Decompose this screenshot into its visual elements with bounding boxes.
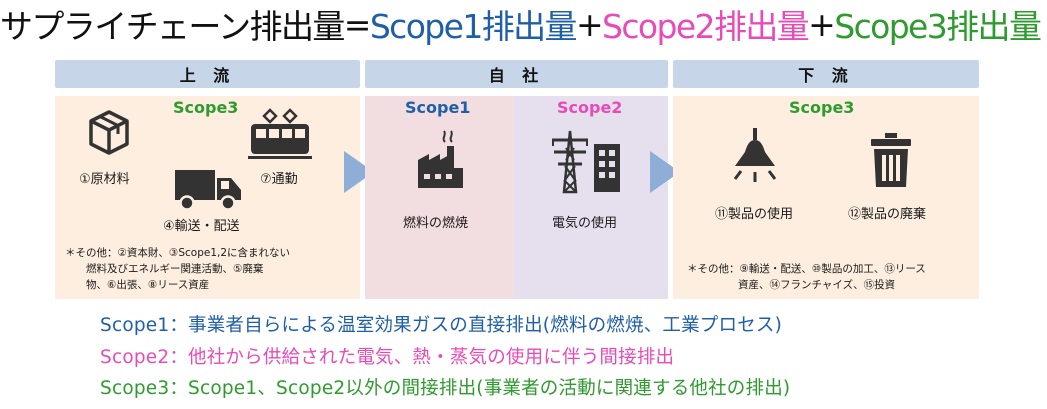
header-upstream: 上 流 bbox=[55, 60, 360, 88]
header-downstream: 下 流 bbox=[673, 60, 979, 88]
truck-icon bbox=[175, 170, 241, 211]
upstream-note-line1: ＊その他：②資本財、③Scope1,2に含まれない bbox=[65, 247, 291, 259]
scope1-panel: Scope1 燃料の燃焼 bbox=[365, 96, 514, 299]
title-plus-1: + bbox=[575, 4, 604, 44]
header-own-company: 自 社 bbox=[365, 60, 668, 88]
downstream-scope3-label: Scope3 bbox=[789, 98, 855, 117]
scope1-label: Scope1 bbox=[405, 98, 471, 117]
downstream-panel: Scope3 ⑪製品の使用 ⑫製品の廃棄 ＊その他：⑨輸送・配送、⑩製品の加工、… bbox=[673, 96, 979, 299]
raw-materials-label: ①原材料 bbox=[79, 172, 130, 187]
scope2-panel: Scope2 電気の使用 bbox=[514, 96, 668, 299]
product-disposal-label: ⑫製品の廃棄 bbox=[848, 207, 927, 222]
fuel-combustion-label: 燃料の燃焼 bbox=[403, 216, 469, 231]
ceiling-lamp-icon bbox=[733, 128, 777, 182]
page-title: サプライチェーン排出量 = Scope1排出量 + Scope2排出量 + Sc… bbox=[0, 2, 1047, 47]
power-tower-icon bbox=[552, 130, 588, 194]
title-equals: = bbox=[343, 4, 372, 44]
factory-icon bbox=[418, 130, 463, 188]
legend-scope2: Scope2：他社から供給された電気、熱・蒸気の使用に伴う間接排出 bbox=[100, 347, 675, 368]
upstream-note-line3: 物、⑥出張、⑧リース資産 bbox=[86, 279, 210, 291]
title-scope3: Scope3排出量 bbox=[834, 7, 1042, 46]
trash-can-icon bbox=[871, 133, 911, 187]
title-scope2: Scope2排出量 bbox=[602, 7, 810, 46]
title-supply-chain: サプライチェーン排出量 bbox=[0, 7, 345, 46]
downstream-note-line1: ＊その他：⑨輸送・配送、⑩製品の加工、⑬リース bbox=[687, 263, 926, 275]
legend-scope3: Scope3：Scope1、Scope2以外の間接排出(事業者の活動に関連する他… bbox=[100, 378, 791, 399]
downstream-note-line2: 資産、⑭フランチャイズ、⑮投資 bbox=[738, 279, 896, 291]
building-icon bbox=[594, 144, 620, 192]
electricity-use-label: 電気の使用 bbox=[552, 216, 618, 231]
commuting-label: ⑦通勤 bbox=[260, 172, 298, 187]
train-icon bbox=[248, 108, 312, 159]
box-icon bbox=[89, 110, 129, 155]
upstream-panel: Scope3 ①原材料 ⑦通勤 ④輸送・配送 ＊その他：②資本財、③Scope1… bbox=[55, 96, 360, 299]
legend-scope1: Scope1：事業者自らによる温室効果ガスの直接排出(燃料の燃焼、工業プロセス) bbox=[100, 315, 783, 336]
product-use-label: ⑪製品の使用 bbox=[715, 207, 794, 222]
transport-label: ④輸送・配送 bbox=[163, 219, 240, 234]
upstream-scope3-label: Scope3 bbox=[173, 98, 239, 117]
upstream-note-line2: 燃料及びエネルギー関連活動、⑤廃棄 bbox=[86, 263, 264, 275]
title-plus-2: + bbox=[808, 4, 836, 44]
scope2-label: Scope2 bbox=[557, 98, 623, 117]
title-scope1: Scope1排出量 bbox=[369, 7, 578, 46]
